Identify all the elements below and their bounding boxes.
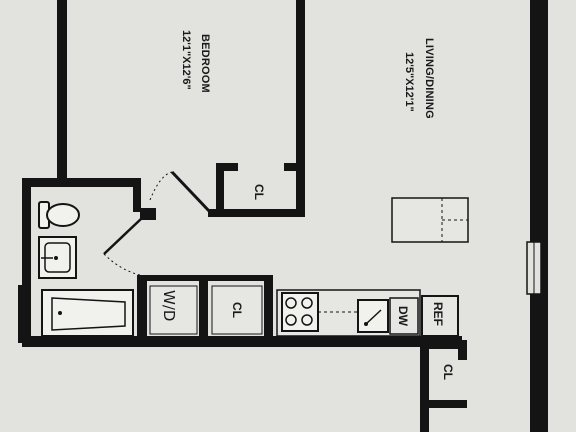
- bedroom-door: [149, 170, 212, 214]
- wall-bath-left-thick: [18, 285, 28, 343]
- burner: [285, 297, 297, 309]
- wall-bath-right: [137, 275, 147, 345]
- wall-closet-left: [216, 163, 224, 217]
- wall-cl2-right: [458, 340, 467, 360]
- washer-dryer-label: W/D: [160, 290, 178, 321]
- wall-door-jamb: [140, 208, 156, 220]
- dishwasher-label: DW: [396, 306, 410, 327]
- window: [526, 241, 542, 295]
- wall-bedroom-right: [296, 0, 305, 170]
- bathtub: [41, 289, 134, 337]
- bath-sink: [38, 236, 77, 279]
- bedroom-name: BEDROOM: [199, 34, 211, 93]
- washer-dryer-box: [149, 285, 198, 335]
- wall-closet-right: [296, 163, 305, 217]
- bottom-closet-label: CL: [441, 364, 455, 380]
- wall-bottom: [22, 336, 462, 347]
- wall-bath-left: [22, 178, 31, 342]
- wall-closet-top-left: [216, 163, 238, 171]
- wall-closet-top-right: [284, 163, 305, 171]
- wall-bedroom-left: [57, 0, 67, 186]
- dining-table: [391, 197, 469, 243]
- kitchen-sink: [357, 299, 389, 333]
- hall-closet-box: [211, 285, 263, 335]
- wall-bath-top: [22, 178, 140, 187]
- burner: [301, 314, 313, 326]
- dishwasher-box: [389, 297, 419, 335]
- burner: [285, 314, 297, 326]
- wall-cl2-top: [420, 340, 465, 349]
- wall-bath-top-right: [133, 178, 141, 212]
- bedroom-dims: 12'1"X12'6": [180, 30, 192, 90]
- living-name: LIVING/DINING: [423, 38, 435, 119]
- wall-closet-bottom: [208, 209, 305, 217]
- refrigerator-label: REF: [431, 302, 445, 326]
- refrigerator-box: [421, 295, 459, 337]
- hall-closet-label: CL: [230, 302, 244, 318]
- kitchen-counter: [276, 289, 421, 337]
- bedroom-closet-label: CL: [252, 184, 266, 200]
- bathroom-door: [103, 217, 143, 276]
- wall-exterior-right: [530, 0, 548, 432]
- wall-cl2-bottom: [420, 400, 467, 408]
- wall-laundry-top: [147, 275, 273, 281]
- walls: [22, 0, 548, 432]
- wall-wd-cl: [199, 275, 208, 345]
- wall-cl2-left: [420, 340, 429, 432]
- wall-cl-kitchen: [264, 275, 273, 345]
- burner: [301, 297, 313, 309]
- living-dims: 12'5"X12'1": [403, 52, 415, 112]
- toilet: [38, 201, 80, 229]
